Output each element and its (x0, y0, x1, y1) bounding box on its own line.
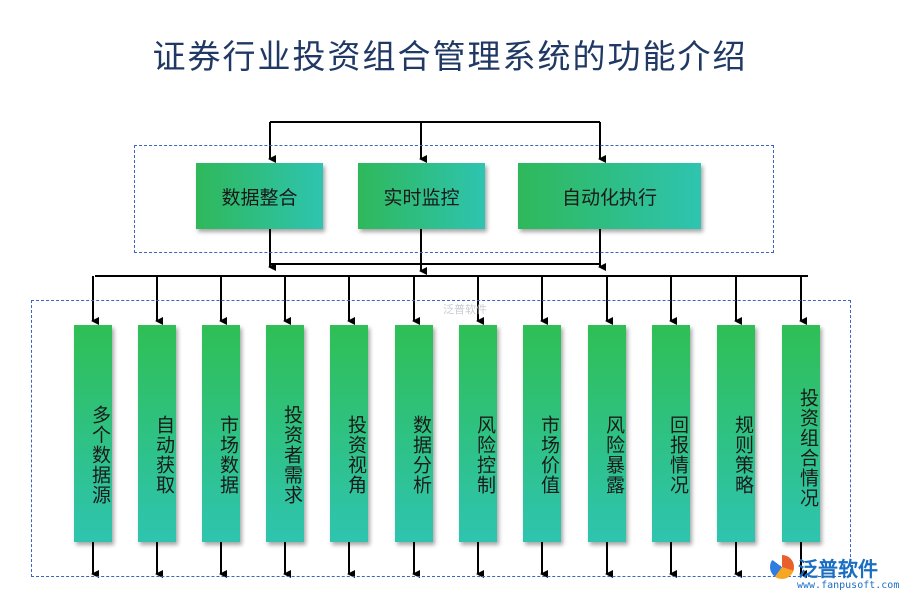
box-data-analysis: 数据分析 (395, 325, 433, 542)
box-portfolio-status: 投资组合情况 (782, 325, 820, 542)
diagram-title: 证券行业投资组合管理系统的功能介绍 (152, 37, 748, 76)
box-investor-needs: 投资者需求 (266, 325, 304, 542)
box-data-integration: 数据整合 (196, 163, 323, 229)
box-risk-control: 风险控制 (459, 325, 497, 542)
box-risk-exposure: 风险暴露 (588, 325, 626, 542)
box-rule-strategy: 规则策略 (717, 325, 755, 542)
box-realtime-monitoring: 实时监控 (358, 163, 485, 229)
watermark-text: 泛普软件 (443, 303, 487, 316)
box-multiple-data-sources: 多个数据源 (74, 325, 112, 542)
box-return-status: 回报情况 (652, 325, 690, 542)
logo-mark-icon (770, 555, 794, 579)
logo-url: www.fanpusoft.com (797, 580, 900, 591)
logo-name: 泛普软件 (798, 557, 878, 581)
top-group-frame (134, 145, 774, 253)
box-automated-execution: 自动化执行 (518, 163, 701, 229)
box-market-value: 市场价值 (523, 325, 561, 542)
box-auto-fetch: 自动获取 (138, 325, 176, 542)
box-investment-perspective: 投资视角 (330, 325, 368, 542)
brand-logo: 泛普软件 www.fanpusoft.com (770, 553, 899, 598)
box-market-data: 市场数据 (202, 325, 240, 542)
bottom-group-frame (31, 300, 851, 577)
